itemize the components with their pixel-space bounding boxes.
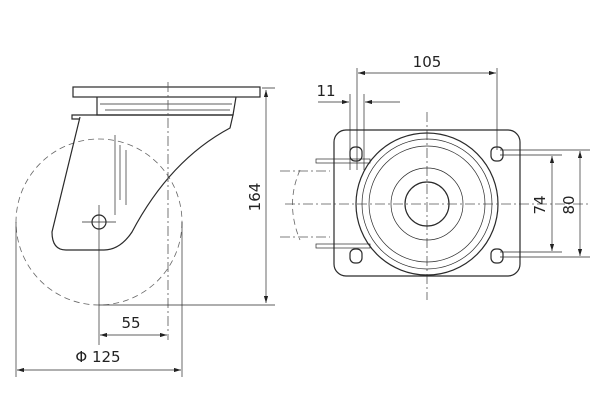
inner-height-dimension: 74: [531, 195, 549, 214]
wheel-outer: [355, 132, 499, 276]
width-dimension: 105: [413, 53, 442, 71]
brake-lever-top: [315, 158, 371, 164]
top-plate: [72, 86, 261, 98]
bolt-holes: [349, 146, 504, 264]
height-dimension: 164: [246, 183, 264, 212]
swivel-bearing: [96, 96, 237, 116]
diameter-dimension: Φ 125: [75, 348, 120, 366]
hub-hole: [404, 181, 450, 227]
side-view: 164 55 Φ 125: [15, 82, 275, 377]
top-view: 105 11 74 80: [280, 53, 590, 300]
mounting-plate: [333, 129, 521, 277]
offset-dimension: 55: [121, 314, 140, 332]
fork-bracket: [51, 114, 234, 251]
brake-lever-bottom: [315, 243, 371, 249]
outer-height-dimension: 80: [560, 195, 578, 214]
hole-dimension: 11: [316, 82, 335, 100]
